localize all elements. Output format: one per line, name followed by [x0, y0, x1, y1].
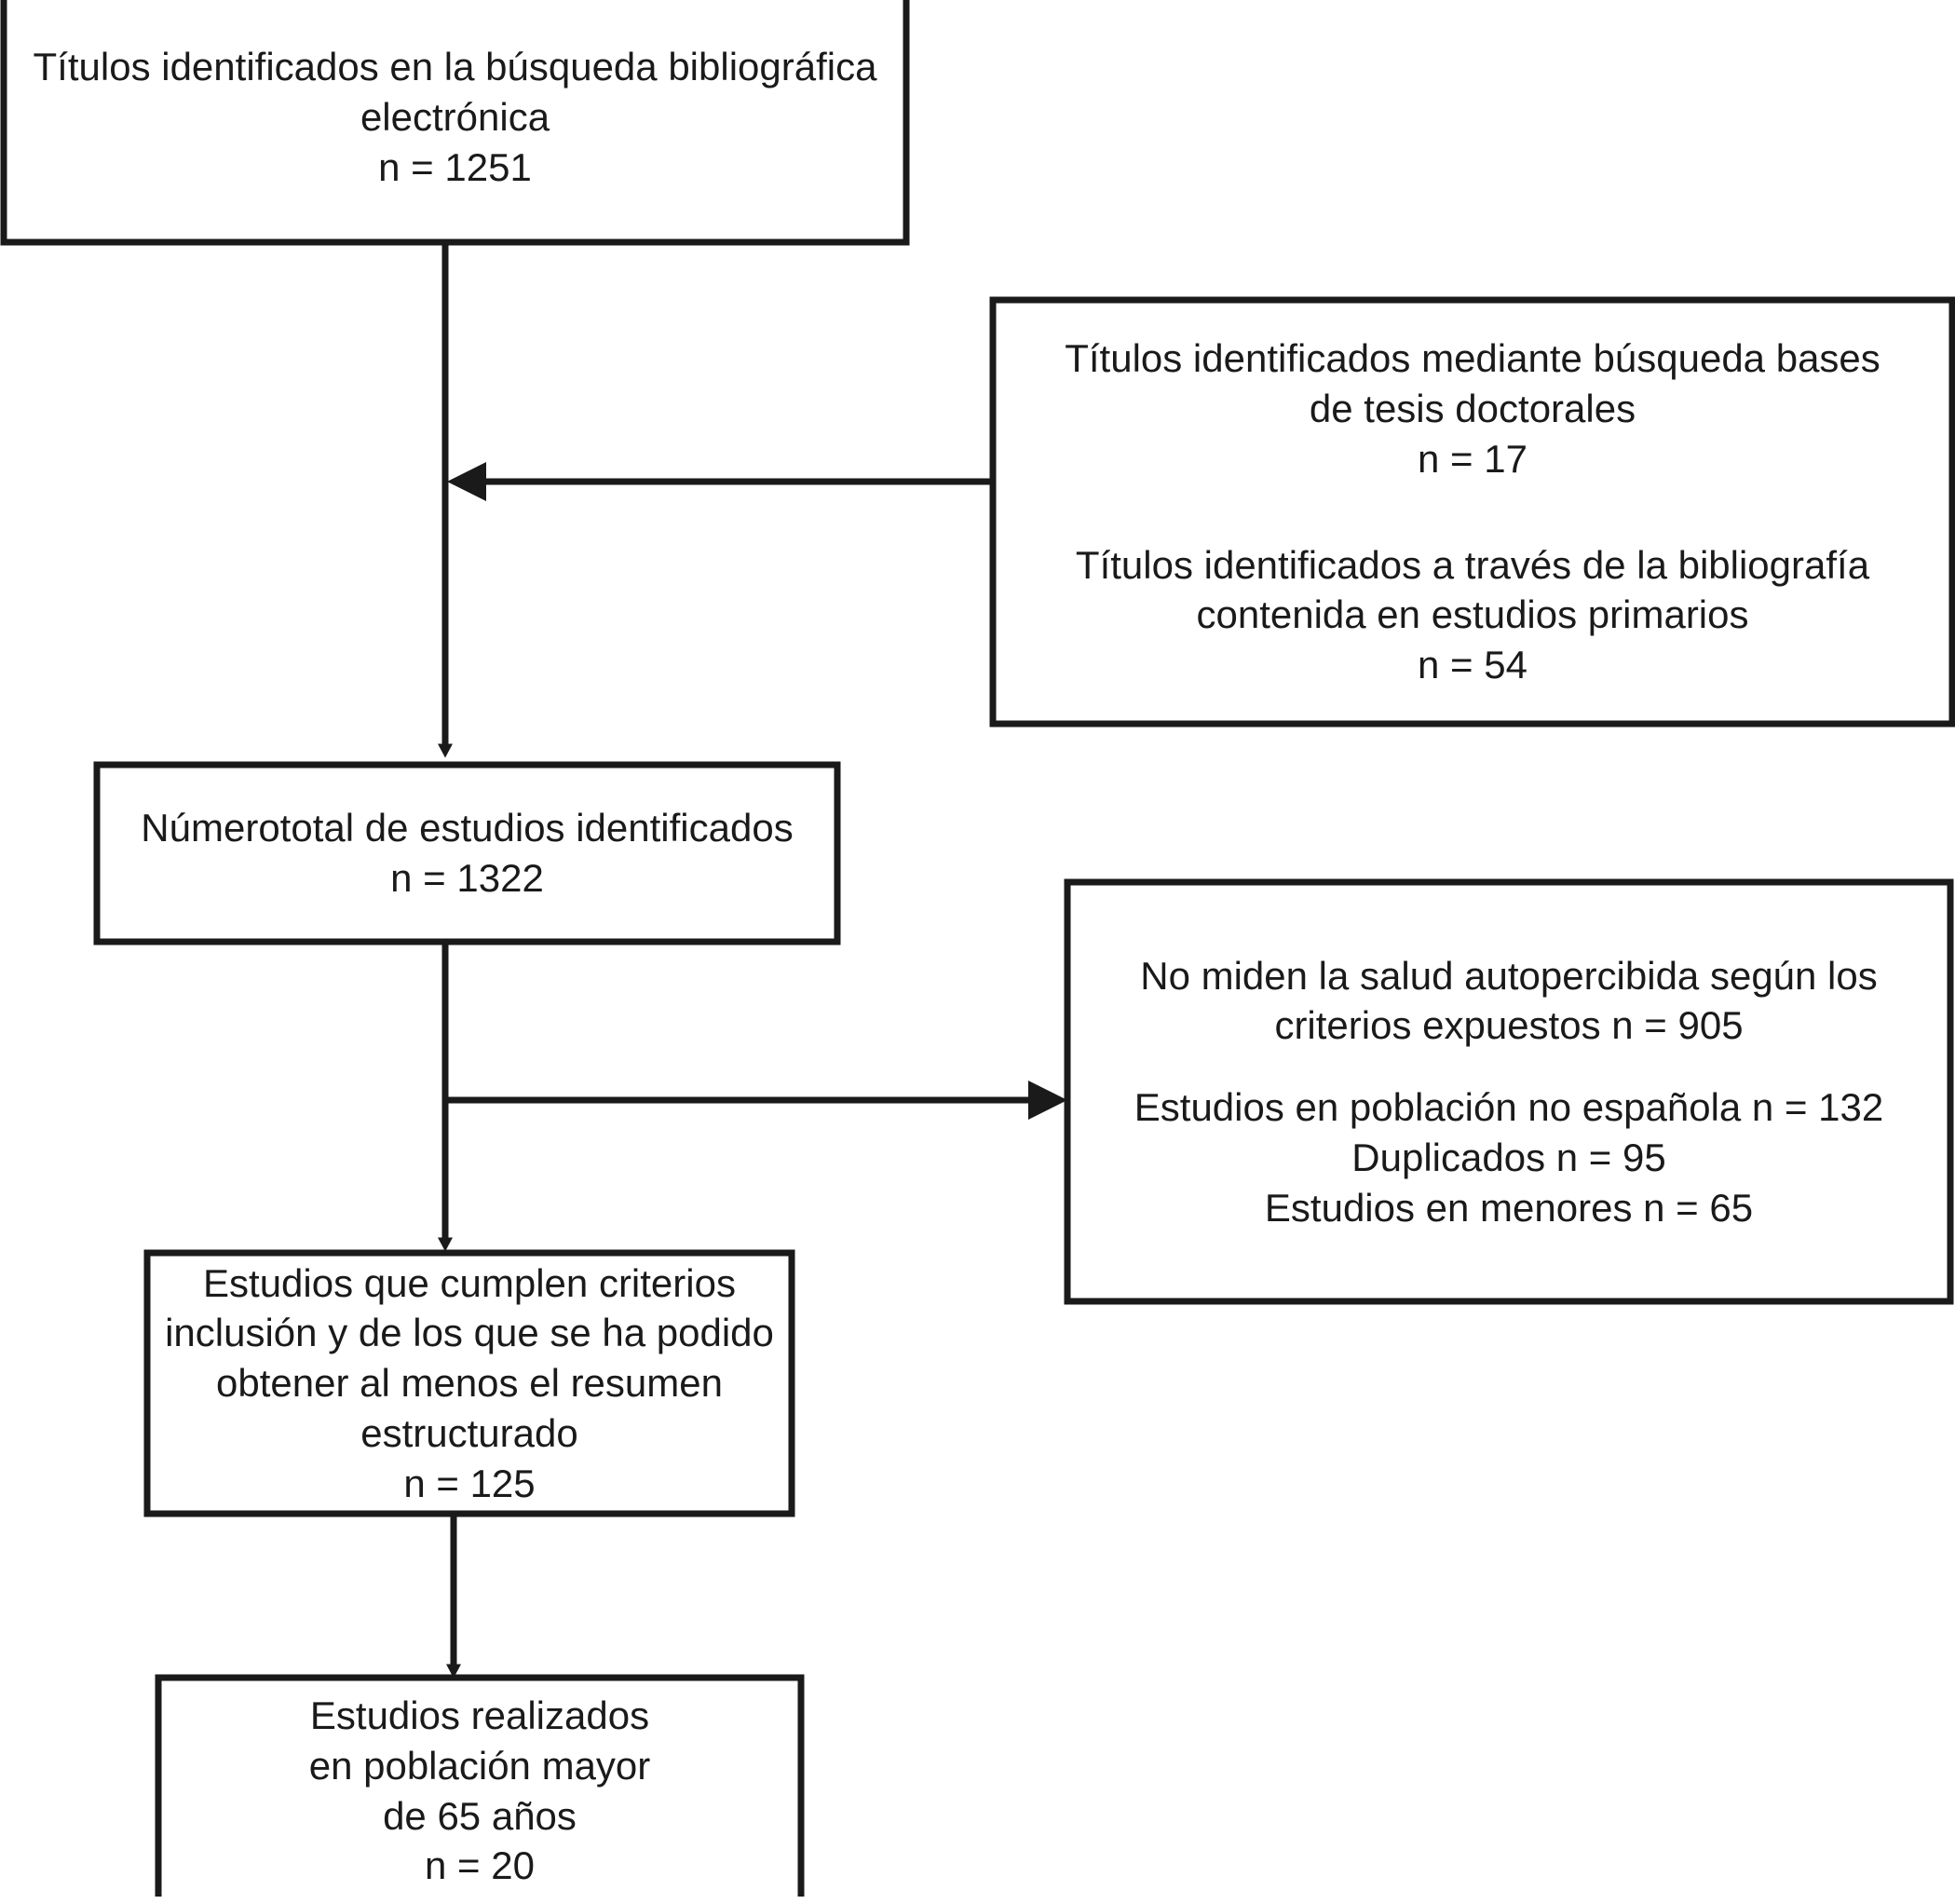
arrowhead-left-into-trunk: [447, 462, 486, 501]
box-estudios-poblacion-mayor-65: [155, 1674, 805, 1897]
box-estudios-criterios-inclusion: [143, 1249, 795, 1517]
box-titulos-busqueda-electronica: [0, 0, 910, 246]
box-numero-total-identificados: [93, 761, 841, 945]
box-titulos-otras-fuentes: [989, 296, 1955, 728]
arrowhead-right-into-excluidos: [1028, 1081, 1067, 1120]
box-estudios-excluidos: [1064, 878, 1954, 1305]
